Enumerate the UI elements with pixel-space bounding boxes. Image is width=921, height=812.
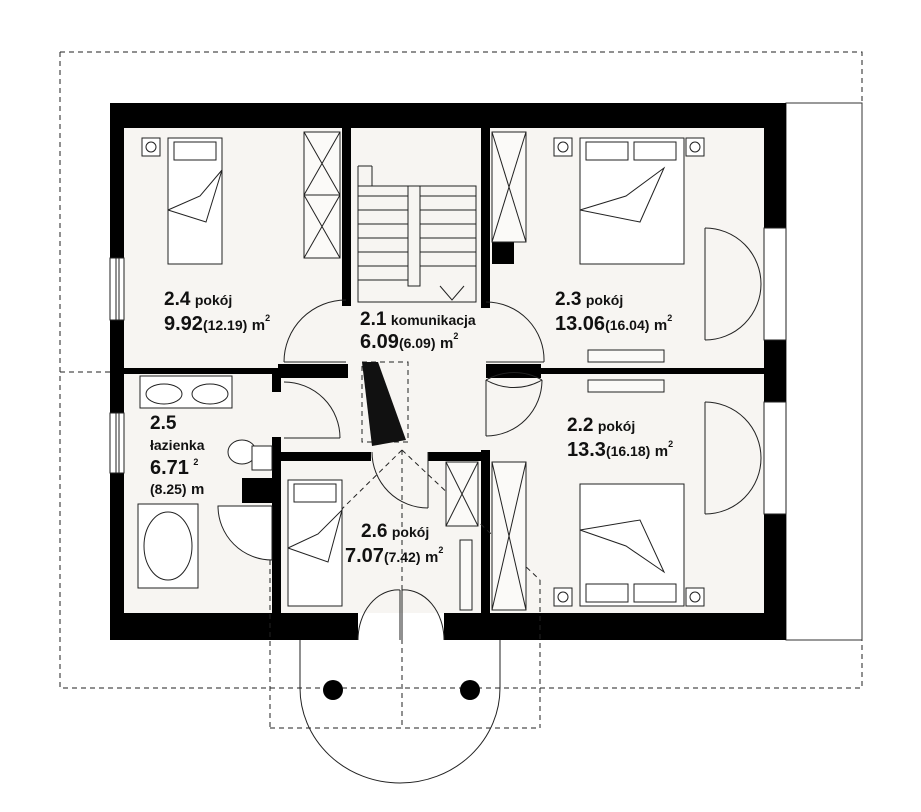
room-2-6-label: 2.6 pokój [361, 522, 429, 541]
wardrobes [303, 131, 665, 611]
area-unit: m [251, 317, 266, 334]
area-sup: 2 [667, 313, 673, 323]
room-2-1-area: 6.09(6.09) m2 [360, 331, 459, 353]
room-name: pokój [597, 418, 636, 434]
area-sup: 2 [265, 313, 271, 323]
balcony [299, 640, 501, 784]
area-value: 13.06 [555, 313, 606, 335]
room-2-5-number: 2.5 [150, 414, 176, 433]
room-2-4-label: 2.4 pokój [164, 290, 232, 309]
door-swings [283, 299, 545, 641]
area-value: 6.09 [360, 331, 399, 353]
area-sup: 2 [193, 457, 199, 467]
bathroom-fixtures [137, 375, 273, 589]
room-name: komunikacja [390, 312, 476, 328]
balcony-post-left [323, 680, 343, 700]
area-sup: 2 [668, 439, 674, 449]
balcony-post-right [460, 680, 480, 700]
room-2-5-area: 6.71 2 [150, 457, 199, 479]
room-number: 2.5 [150, 413, 177, 434]
area-sup: 2 [438, 545, 444, 555]
area-sup: 2 [453, 331, 459, 341]
room-2-1-label: 2.1 komunikacja [360, 310, 476, 329]
area-unit: m [654, 443, 669, 460]
area-parenthetical: (7.42) [383, 549, 421, 565]
room-number: 2.6 [361, 521, 388, 542]
room-2-3-area: 13.06(16.04) m2 [555, 313, 673, 335]
windows [109, 227, 787, 515]
room-2-4-area: 9.92(12.19) m2 [164, 313, 271, 335]
right-terrace [785, 102, 863, 641]
area-value: 9.92 [164, 313, 203, 335]
area-parenthetical: (16.18) [605, 443, 651, 459]
room-number: 2.1 [360, 309, 387, 330]
room-2-2-area: 13.3(16.18) m2 [567, 439, 674, 461]
room-name: pokój [194, 292, 233, 308]
area-value: 6.71 [150, 457, 189, 479]
area-value: 13.3 [567, 439, 606, 461]
area-parenthetical: (6.09) [398, 335, 436, 351]
area-unit: m [653, 317, 668, 334]
area-parenthetical: (16.04) [605, 317, 650, 333]
area-value: 7.07 [345, 545, 384, 567]
french-doors [704, 227, 762, 515]
staircase [357, 165, 477, 303]
nightstands [141, 137, 705, 607]
room-2-6-area: 7.07(7.42) m2 [345, 545, 444, 567]
room-2-5-name: łazienka [150, 438, 204, 454]
area-unit: m [191, 481, 205, 498]
area-parenthetical: (12.19) [202, 317, 248, 333]
ladder-hatch [362, 362, 406, 446]
room-2-5-area-par: (8.25) m [150, 482, 204, 498]
area-unit: m [439, 335, 454, 352]
area-parenthetical: (8.25) [150, 481, 187, 497]
room-2-2-label: 2.2 pokój [567, 416, 635, 435]
area-unit: m [424, 549, 439, 566]
room-name: pokój [391, 524, 430, 540]
room-number: 2.4 [164, 289, 191, 310]
room-name: łazienka [150, 437, 205, 453]
room-number: 2.2 [567, 415, 594, 436]
room-name: pokój [585, 292, 624, 308]
room-2-3-label: 2.3 pokój [555, 290, 623, 309]
beds [167, 137, 685, 607]
room-number: 2.3 [555, 289, 582, 310]
